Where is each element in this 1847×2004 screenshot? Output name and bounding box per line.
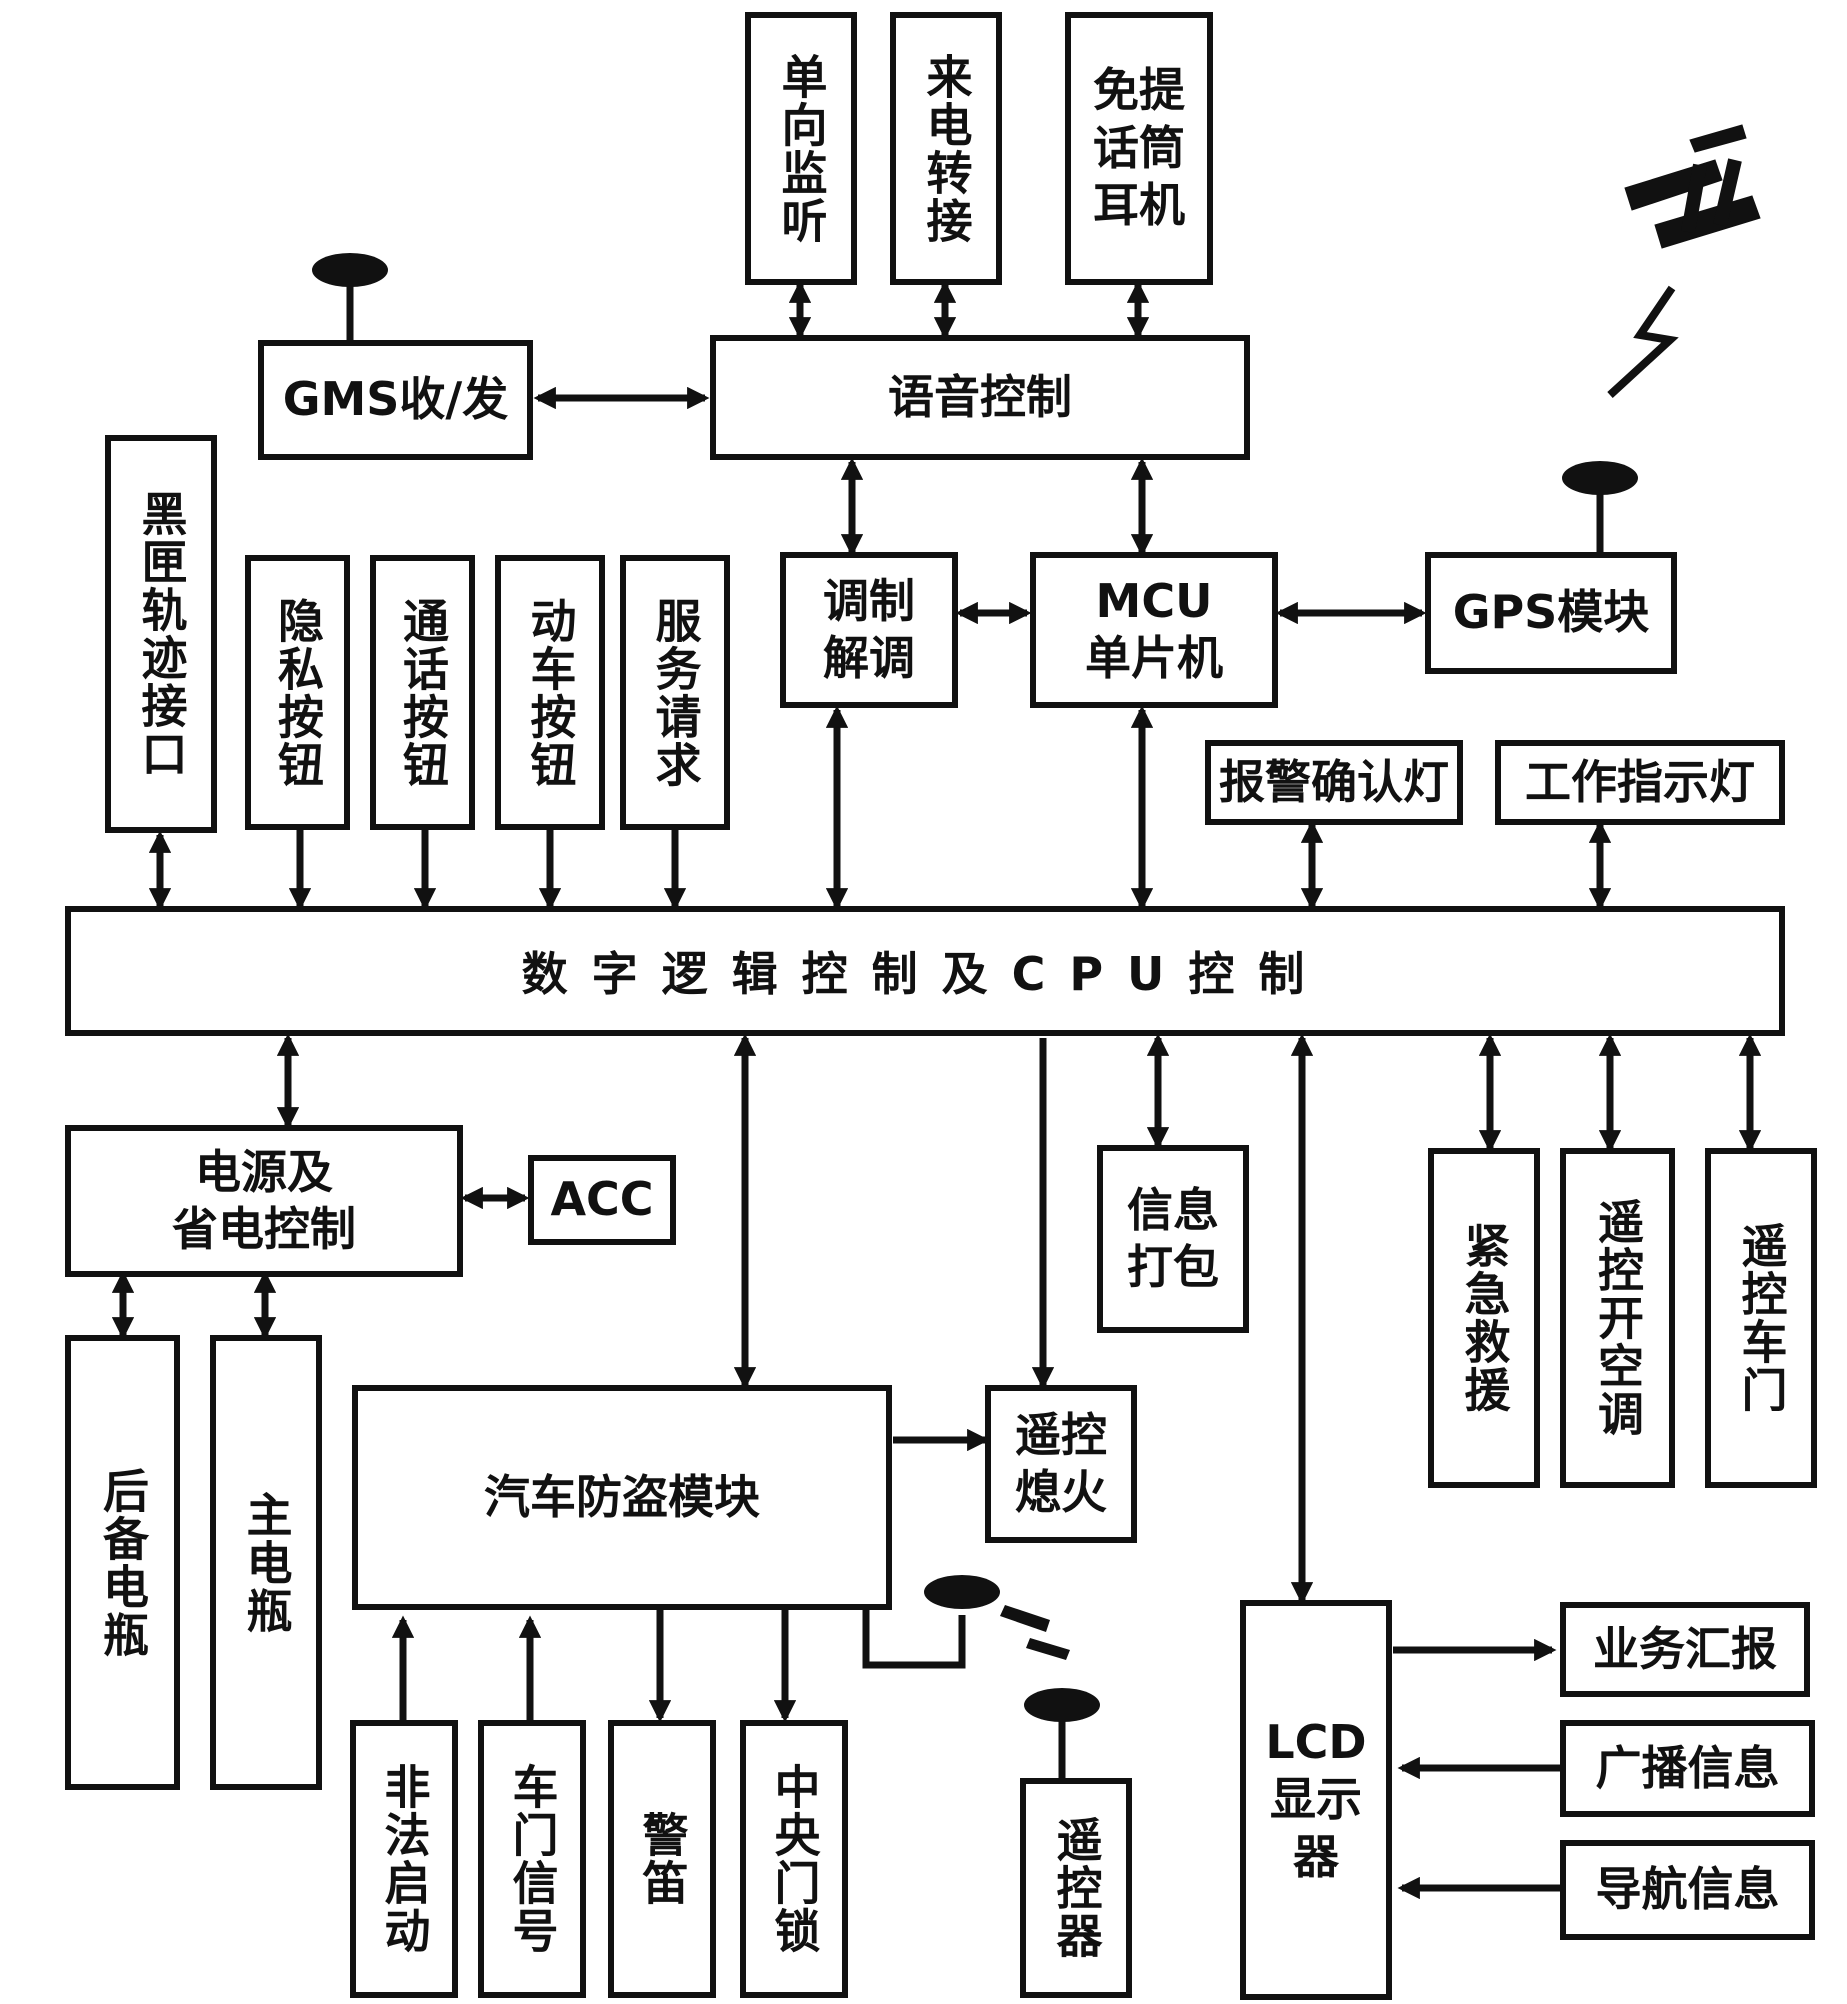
lcd-display-box: LCD 显示 器 [1240, 1600, 1392, 2000]
gps-antenna-icon [1562, 461, 1638, 495]
backup-battery-box: 后备电瓶 [65, 1335, 180, 1790]
siren-box: 警笛 [608, 1720, 716, 1998]
door-signal-box: 车门信号 [478, 1720, 586, 1998]
navigation-info-box: 导航信息 [1560, 1840, 1815, 1940]
remote-antenna-icon [1024, 1688, 1100, 1722]
black-box-interface: 黑匣轨迹接口 [105, 435, 217, 833]
remote-signal-icon [1000, 1605, 1070, 1660]
remote-door-box: 遥控车门 [1705, 1148, 1817, 1488]
broadcast-info-box: 广播信息 [1560, 1720, 1815, 1817]
antitheft-module-box: 汽车防盗模块 [352, 1385, 892, 1610]
work-indicator-lamp-box: 工作指示灯 [1495, 740, 1785, 825]
one-way-monitor-box: 单向监听 [745, 12, 857, 285]
remote-ac-box: 遥控开空调 [1560, 1148, 1675, 1488]
main-battery-box: 主电瓶 [210, 1335, 322, 1790]
remote-flameout-box: 遥控 熄火 [985, 1385, 1137, 1543]
gms-transceiver-box: GMS收/发 [258, 340, 533, 460]
modem-box: 调制 解调 [780, 552, 958, 708]
satellite-icon [1624, 124, 1761, 249]
service-request-box: 服务请求 [620, 555, 730, 830]
link-antitheft-antenna [862, 1610, 966, 1669]
info-pack-box: 信息 打包 [1097, 1145, 1249, 1333]
central-lock-box: 中央门锁 [740, 1720, 848, 1998]
call-forward-box: 来电转接 [890, 12, 1002, 285]
mcu-box: MCU 单片机 [1030, 552, 1278, 708]
alarm-confirm-lamp-box: 报警确认灯 [1205, 740, 1463, 825]
acc-box: ACC [528, 1155, 676, 1245]
illegal-start-box: 非法启动 [350, 1720, 458, 1998]
power-saving-control-box: 电源及 省电控制 [65, 1125, 463, 1277]
move-button-box: 动车按钮 [495, 555, 605, 830]
gms-antenna-icon [312, 253, 388, 287]
call-button-box: 通话按钮 [370, 555, 475, 830]
handsfree-box: 免提 话筒 耳机 [1065, 12, 1213, 285]
emergency-rescue-box: 紧急救援 [1428, 1148, 1540, 1488]
privacy-button-box: 隐私按钮 [245, 555, 350, 830]
antitheft-antenna-icon [924, 1575, 1000, 1609]
gps-module-box: GPS模块 [1425, 552, 1677, 674]
business-report-box: 业务汇报 [1560, 1602, 1810, 1697]
signal-lightning-icon [1607, 285, 1679, 398]
digital-logic-cpu-bus: 数字逻辑控制及CPU控制 [65, 906, 1785, 1036]
remote-controller-box: 遥控器 [1020, 1778, 1132, 1998]
voice-control-box: 语音控制 [710, 335, 1250, 460]
